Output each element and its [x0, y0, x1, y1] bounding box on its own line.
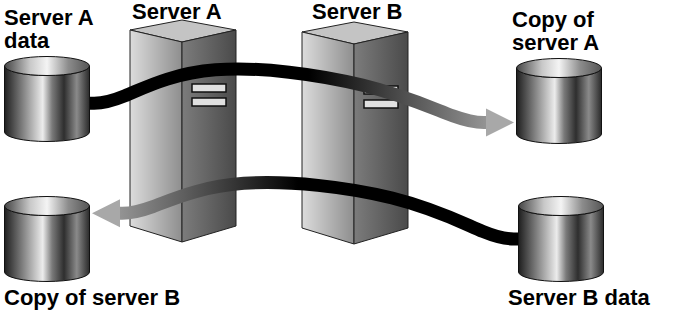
cylinder-top [517, 59, 602, 78]
disk-label: Server A data [4, 6, 104, 52]
disk-node: Copy of server B [4, 196, 244, 309]
copy-arrow [118, 183, 518, 239]
server-node: Server B [312, 0, 422, 23]
disk-label: Copy of server A [512, 8, 657, 54]
disk-node: Copy of server A [512, 8, 657, 144]
text-box: Server A data [4, 6, 104, 52]
server-label: Server B [312, 0, 422, 23]
disk-node: Server B data [508, 196, 676, 309]
text-box: Copy of server B [4, 286, 244, 309]
copy-arrow [90, 69, 488, 122]
server-node: Server A [132, 0, 242, 23]
text-box: Copy of server A [512, 8, 657, 54]
cylinder-body [5, 206, 90, 282]
disk-cylinder [518, 196, 604, 282]
text-box: Server B data [508, 286, 676, 309]
disk-label: Copy of server B [4, 286, 244, 309]
disk-label: Server B data [508, 286, 676, 309]
server-label: Server A [132, 0, 242, 23]
server-tower [302, 22, 408, 244]
cylinder-body [5, 66, 90, 142]
cylinder-top [5, 197, 90, 216]
cylinder-body [519, 206, 604, 282]
disk-node: Server A data [4, 6, 104, 142]
disk-cylinder [4, 56, 90, 142]
cylinder-top [519, 197, 604, 216]
disk-cylinder [4, 196, 90, 282]
disk-cylinder [516, 58, 602, 144]
cylinder-body [517, 68, 602, 144]
cylinder-top [5, 57, 90, 76]
